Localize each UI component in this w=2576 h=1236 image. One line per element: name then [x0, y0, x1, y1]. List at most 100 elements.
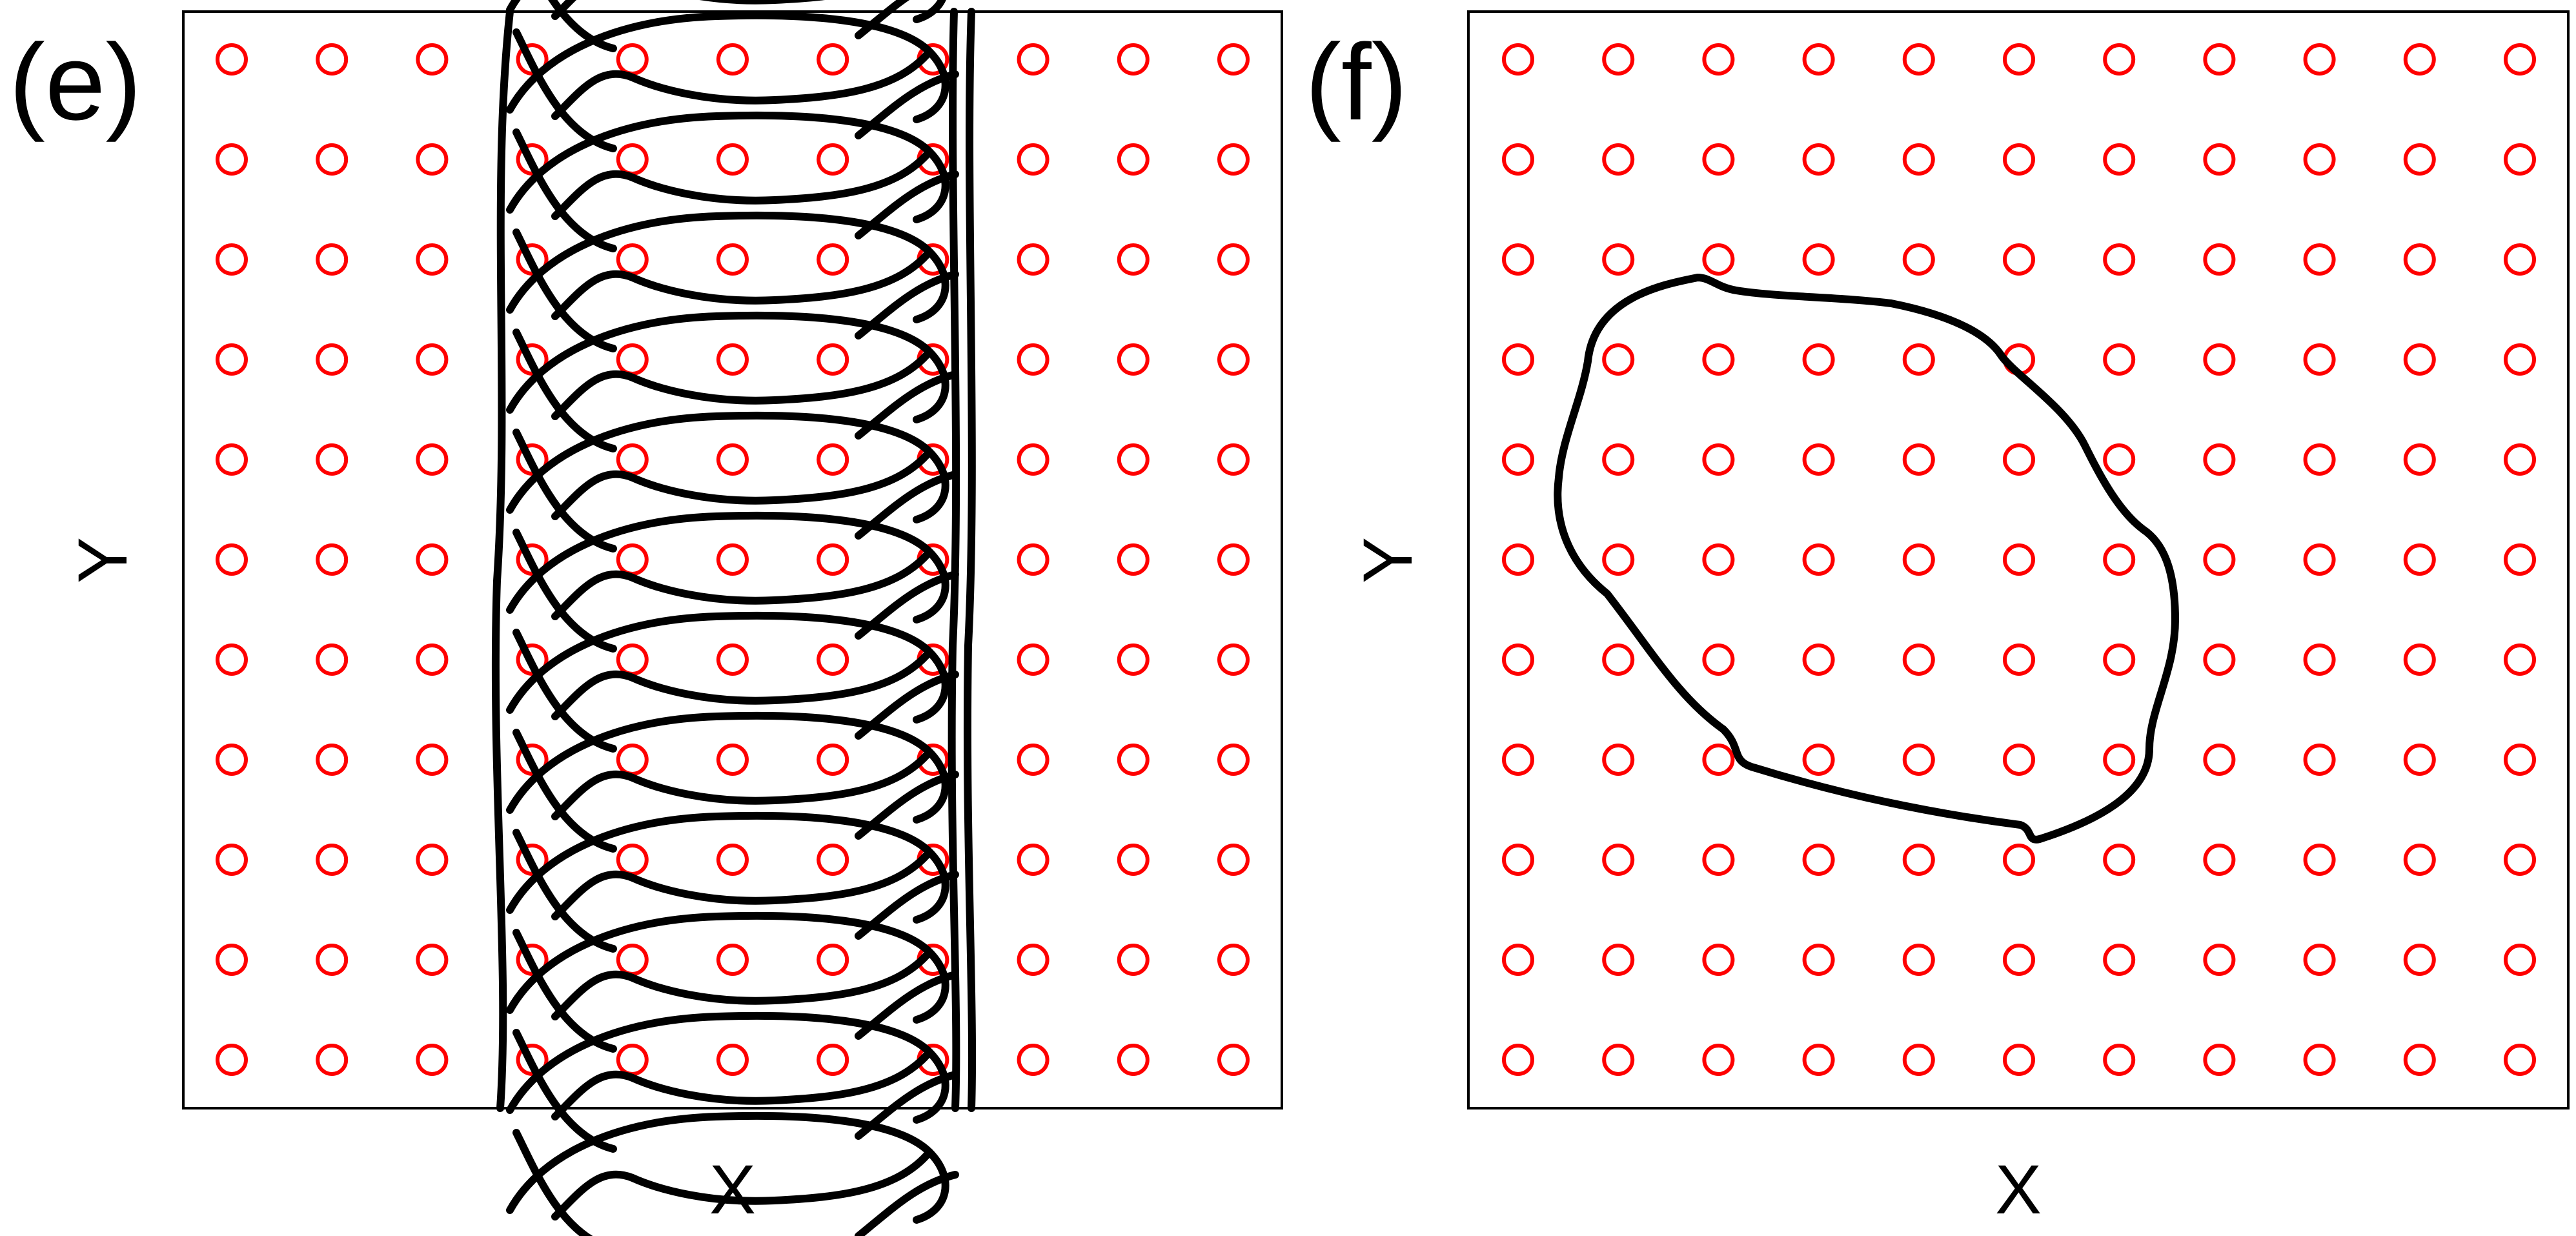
panel-f: (f) X Y — [1305, 10, 2570, 1228]
obstacle-circle — [2303, 944, 2336, 976]
obstacle-circle — [516, 243, 549, 276]
obstacle-circle — [2203, 844, 2236, 876]
obstacle-circle — [2403, 1044, 2436, 1076]
obstacle-circle — [2203, 43, 2236, 76]
obstacle-circle — [2403, 643, 2436, 676]
obstacle-circle — [1802, 243, 1835, 276]
obstacle-circle — [1902, 543, 1935, 576]
obstacle-circle — [2403, 343, 2436, 376]
obstacle-circle — [2303, 443, 2336, 476]
panel-e-trajectory — [491, 0, 977, 1236]
obstacle-circle — [1217, 543, 1250, 576]
trajectory-cross-left — [512, 1129, 593, 1236]
obstacle-circle — [2303, 844, 2336, 876]
obstacle-circle — [416, 744, 449, 776]
obstacle-circle — [2203, 744, 2236, 776]
obstacle-circle — [816, 143, 849, 176]
obstacle-circle — [2504, 243, 2536, 276]
obstacle-circle — [1017, 744, 1050, 776]
obstacle-circle — [2504, 43, 2536, 76]
obstacle-circle — [1117, 744, 1150, 776]
obstacle-circle — [1017, 143, 1050, 176]
obstacle-circle — [716, 443, 749, 476]
obstacle-circle — [2303, 343, 2336, 376]
obstacle-circle — [1017, 343, 1050, 376]
obstacle-circle — [216, 143, 248, 176]
trajectory-cross-left — [512, 729, 617, 853]
obstacle-circle — [816, 844, 849, 876]
obstacle-circle — [216, 643, 248, 676]
obstacle-circle — [1602, 43, 1635, 76]
obstacle-circle — [1902, 643, 1935, 676]
obstacle-circle — [1217, 844, 1250, 876]
trajectory-loop-lower — [551, 648, 933, 720]
obstacle-circle — [216, 543, 248, 576]
obstacle-circle — [2504, 543, 2536, 576]
obstacle-circle — [1702, 243, 1735, 276]
obstacle-circle — [1802, 944, 1835, 976]
obstacle-circle — [1702, 1044, 1735, 1076]
panel-e-frame — [182, 10, 1283, 1109]
obstacle-circle — [1602, 643, 1635, 676]
obstacle-circle — [1802, 443, 1835, 476]
obstacle-circle — [2203, 143, 2236, 176]
obstacle-circle — [616, 744, 649, 776]
obstacle-circle — [2103, 143, 2136, 176]
trajectory-cross-left — [512, 128, 617, 252]
obstacle-circle — [216, 744, 248, 776]
obstacle-circle — [1602, 543, 1635, 576]
obstacle-circle — [316, 944, 349, 976]
panel-e-label: (e) — [9, 21, 141, 143]
obstacle-circle — [816, 43, 849, 76]
obstacle-circle — [1702, 844, 1735, 876]
obstacle-circle — [816, 944, 849, 976]
obstacle-circle — [1802, 844, 1835, 876]
panel-e-ylabel: Y — [63, 537, 141, 583]
obstacle-circle — [1217, 43, 1250, 76]
obstacle-circle — [2103, 43, 2136, 76]
obstacle-circle — [1117, 243, 1150, 276]
obstacle-circle — [616, 343, 649, 376]
obstacle-circle — [616, 944, 649, 976]
obstacle-circle — [1017, 443, 1050, 476]
trajectory-cross-left — [512, 329, 617, 452]
obstacle-circle — [1802, 43, 1835, 76]
obstacle-circle — [1902, 443, 1935, 476]
panel-f-obstacles — [1502, 43, 2536, 1076]
obstacle-circle — [1802, 543, 1835, 576]
trajectory-cross-right — [855, 1171, 959, 1236]
obstacle-circle — [216, 343, 248, 376]
obstacle-circle — [2303, 43, 2336, 76]
obstacle-circle — [1702, 143, 1735, 176]
obstacle-circle — [2003, 844, 2035, 876]
obstacle-circle — [316, 443, 349, 476]
obstacle-circle — [216, 1044, 248, 1076]
obstacle-circle — [2504, 443, 2536, 476]
obstacle-circle — [616, 1044, 649, 1076]
obstacle-circle — [416, 443, 449, 476]
obstacle-circle — [2003, 744, 2035, 776]
trajectory-cross-left — [512, 28, 617, 152]
obstacle-circle — [516, 1044, 549, 1076]
obstacle-circle — [1702, 43, 1735, 76]
obstacle-circle — [2303, 744, 2336, 776]
obstacle-circle — [1902, 744, 1935, 776]
obstacle-circle — [716, 944, 749, 976]
obstacle-circle — [516, 443, 549, 476]
obstacle-circle — [416, 243, 449, 276]
trajectory-closed-loop — [1554, 274, 2179, 844]
obstacle-circle — [2203, 343, 2236, 376]
obstacle-circle — [2403, 143, 2436, 176]
obstacle-circle — [416, 1044, 449, 1076]
trajectory-loop-lower — [551, 348, 933, 420]
obstacle-circle — [1217, 744, 1250, 776]
obstacle-circle — [1117, 43, 1150, 76]
obstacle-circle — [816, 243, 849, 276]
obstacle-circle — [1502, 744, 1534, 776]
obstacle-circle — [2504, 343, 2536, 376]
obstacle-circle — [216, 844, 248, 876]
obstacle-circle — [2303, 643, 2336, 676]
obstacle-circle — [2303, 543, 2336, 576]
obstacle-circle — [1502, 543, 1534, 576]
obstacle-circle — [716, 543, 749, 576]
